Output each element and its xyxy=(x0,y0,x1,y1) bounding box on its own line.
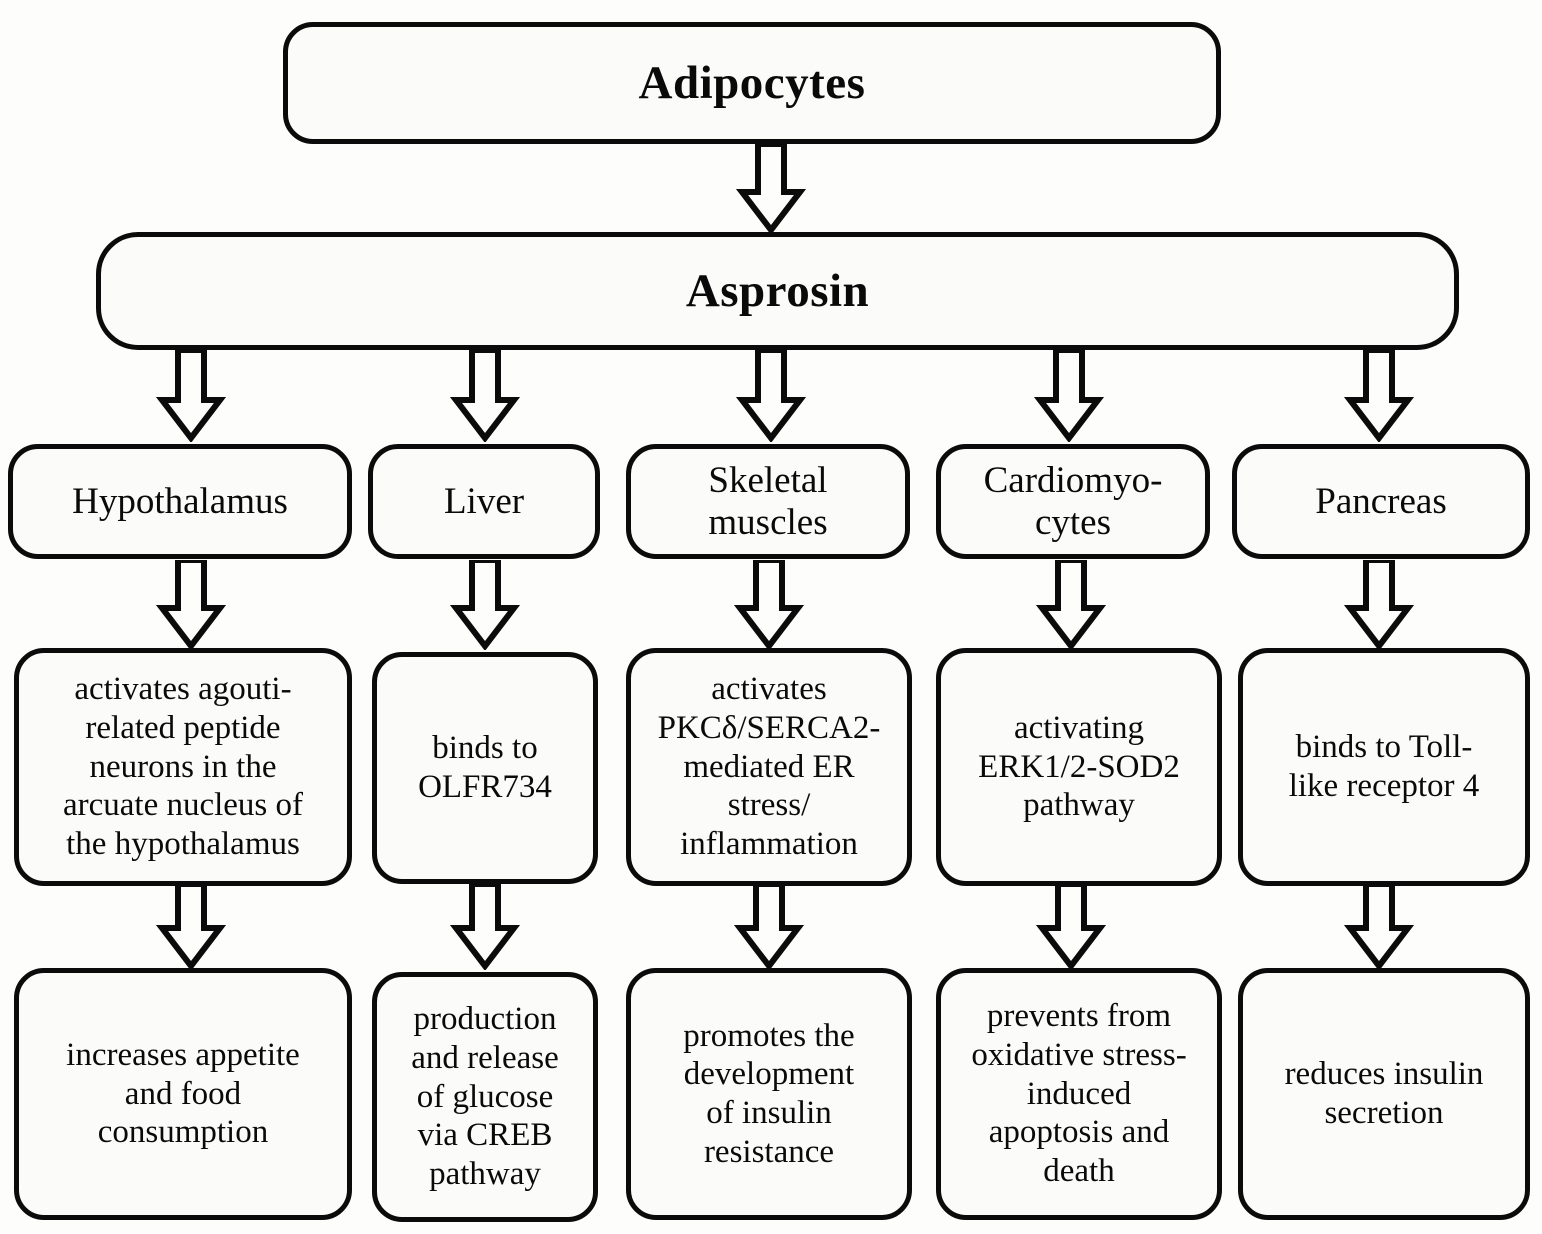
node-skeletal-muscles: Skeletal muscles xyxy=(626,444,910,559)
node-outcome-insulin-resistance: promotes the development of insulin resi… xyxy=(626,968,912,1220)
node-adipocytes-label: Adipocytes xyxy=(638,56,866,109)
arrow-asprosin-to-cardiomyocytes xyxy=(1024,350,1114,442)
arrow-tlr4-to-insulin-secretion xyxy=(1334,884,1424,970)
node-outcome-insulin-resistance-label: promotes the development of insulin resi… xyxy=(683,1017,855,1170)
arrow-hypothalamus-to-agrp xyxy=(146,560,236,650)
arrow-asprosin-to-liver xyxy=(440,350,530,442)
node-hypothalamus-label: Hypothalamus xyxy=(72,480,288,522)
node-mechanism-erk-sod2: activating ERK1/2-SOD2 pathway xyxy=(936,648,1222,886)
arrow-asprosin-to-hypothalamus xyxy=(146,350,236,442)
node-pancreas-label: Pancreas xyxy=(1315,480,1447,522)
arrow-asprosin-to-skeletal-muscles xyxy=(726,350,816,442)
node-pancreas: Pancreas xyxy=(1232,444,1530,559)
node-liver: Liver xyxy=(368,444,600,559)
arrow-asprosin-to-pancreas xyxy=(1334,350,1424,442)
arrow-liver-to-olfr734 xyxy=(440,560,530,650)
node-mechanism-agrp: activates agouti- related peptide neuron… xyxy=(14,648,352,886)
node-outcome-apoptosis: prevents from oxidative stress- induced … xyxy=(936,968,1222,1220)
node-outcome-insulin-secretion-label: reduces insulin secretion xyxy=(1284,1056,1484,1131)
node-asprosin: Asprosin xyxy=(96,232,1459,350)
node-mechanism-agrp-label: activates agouti- related peptide neuron… xyxy=(62,671,304,862)
node-outcome-appetite-label: increases appetite and food consumption xyxy=(66,1037,300,1151)
node-hypothalamus: Hypothalamus xyxy=(8,444,352,559)
arrow-pancreas-to-tlr4 xyxy=(1334,560,1424,650)
node-outcome-glucose-creb: production and release of glucose via CR… xyxy=(372,972,598,1222)
arrow-adipocytes-to-asprosin xyxy=(726,144,816,234)
arrow-olfr734-to-glucose-creb xyxy=(440,884,530,970)
node-mechanism-pkcd-serca2-label: activates PKCδ/SERCA2- mediated ER stres… xyxy=(657,671,881,862)
arrow-skeletal-muscles-to-pkcd-serca2 xyxy=(724,560,814,650)
node-cardiomyocytes: Cardiomyo- cytes xyxy=(936,444,1210,559)
node-skeletal-muscles-label: Skeletal muscles xyxy=(708,460,828,543)
node-outcome-appetite: increases appetite and food consumption xyxy=(14,968,352,1220)
node-outcome-apoptosis-label: prevents from oxidative stress- induced … xyxy=(971,998,1187,1189)
node-mechanism-erk-sod2-label: activating ERK1/2-SOD2 pathway xyxy=(978,710,1180,824)
arrow-pkcd-serca2-to-insulin-resistance xyxy=(724,884,814,970)
node-liver-label: Liver xyxy=(443,480,525,522)
node-mechanism-tlr4: binds to Toll- like receptor 4 xyxy=(1238,648,1530,886)
node-mechanism-olfr734-label: binds to OLFR734 xyxy=(418,730,552,805)
arrow-agrp-to-appetite xyxy=(146,884,236,970)
node-asprosin-label: Asprosin xyxy=(685,264,870,317)
arrow-cardiomyocytes-to-erk-sod2 xyxy=(1026,560,1116,650)
node-cardiomyocytes-label: Cardiomyo- cytes xyxy=(983,460,1163,543)
node-outcome-insulin-secretion: reduces insulin secretion xyxy=(1238,968,1530,1220)
node-mechanism-tlr4-label: binds to Toll- like receptor 4 xyxy=(1288,729,1480,804)
node-mechanism-olfr734: binds to OLFR734 xyxy=(372,652,598,884)
arrow-erk-sod2-to-apoptosis xyxy=(1026,884,1116,970)
node-adipocytes: Adipocytes xyxy=(283,22,1221,144)
node-outcome-glucose-creb-label: production and release of glucose via CR… xyxy=(411,1001,559,1192)
node-mechanism-pkcd-serca2: activates PKCδ/SERCA2- mediated ER stres… xyxy=(626,648,912,886)
